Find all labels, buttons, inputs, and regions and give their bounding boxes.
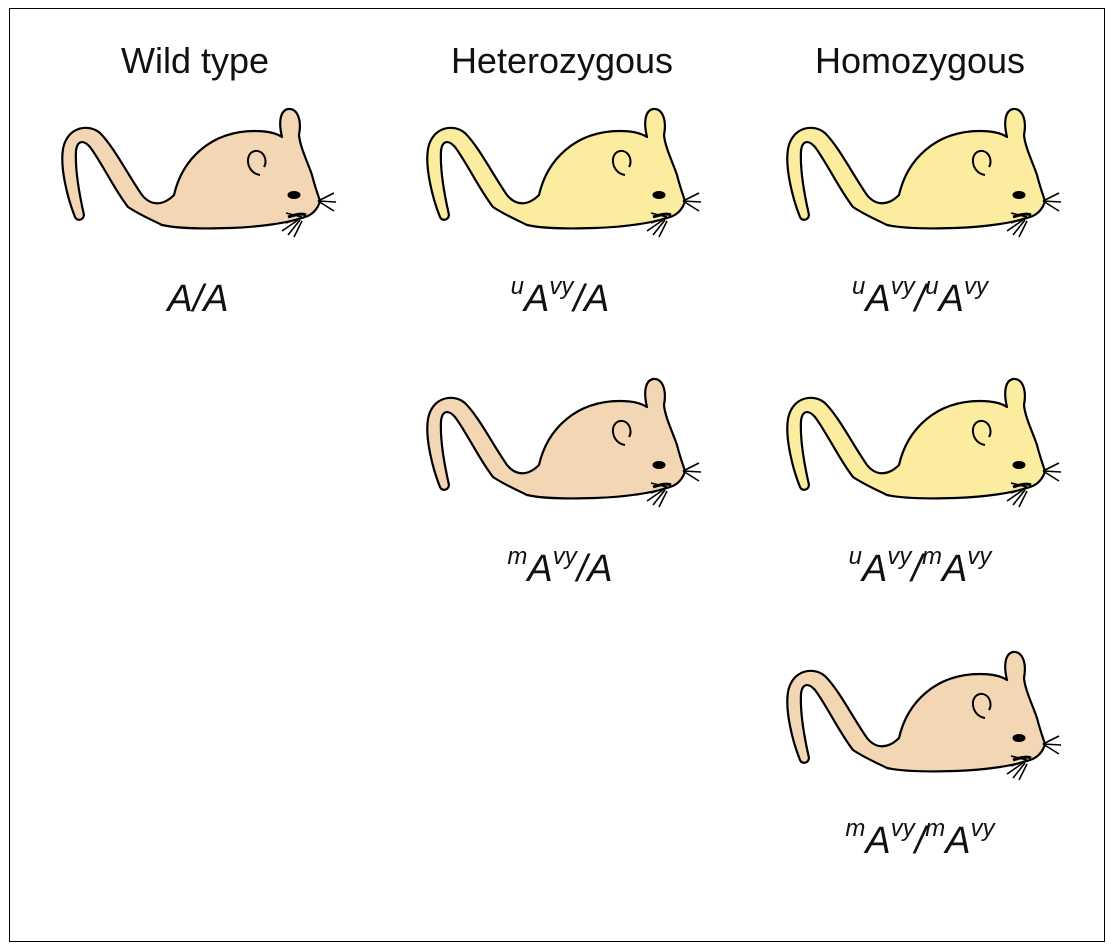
mouse-body <box>787 109 1045 228</box>
genotype-label: uAvy/A <box>511 278 610 321</box>
allele-2: A <box>203 278 228 320</box>
column-title-heterozygous: Heterozygous <box>451 40 673 82</box>
mouse-illustration <box>415 105 700 240</box>
mouse-body <box>62 109 320 228</box>
genotype-label: uAvy/uAvy <box>852 278 988 321</box>
allele-separator: / <box>915 278 926 320</box>
allele-1: mAvy <box>845 820 914 862</box>
allele-1: uAvy <box>852 278 915 320</box>
mouse-illustration <box>775 105 1060 240</box>
allele-separator: / <box>577 548 588 590</box>
mouse-illustration <box>50 105 335 240</box>
allele-2: mAvy <box>922 548 991 590</box>
mouse-eye <box>1013 191 1026 199</box>
genotype-label: mAvy/A <box>507 548 612 591</box>
allele-separator: / <box>911 548 922 590</box>
allele-2: A <box>584 278 609 320</box>
allele-2: uAvy <box>925 278 988 320</box>
allele-1: uAvy <box>849 548 912 590</box>
allele-2: A <box>587 548 612 590</box>
mouse-eye <box>653 191 666 199</box>
allele-separator: / <box>915 820 926 862</box>
mouse-body <box>427 379 685 498</box>
mouse-eye <box>1013 461 1026 469</box>
mouse-illustration <box>775 375 1060 510</box>
mouse-eye <box>653 461 666 469</box>
allele-separator: / <box>193 278 204 320</box>
genotype-label: A/A <box>167 278 228 321</box>
mouse-eye <box>288 191 301 199</box>
allele-1: uAvy <box>511 278 574 320</box>
mouse-body <box>787 652 1045 771</box>
allele-1: mAvy <box>507 548 576 590</box>
mouse-body <box>427 109 685 228</box>
allele-1: A <box>167 278 192 320</box>
column-title-homozygous: Homozygous <box>815 40 1025 82</box>
allele-separator: / <box>573 278 584 320</box>
genotype-label: mAvy/mAvy <box>845 820 994 863</box>
genotype-label: uAvy/mAvy <box>849 548 992 591</box>
mouse-eye <box>1013 734 1026 742</box>
allele-2: mAvy <box>925 820 994 862</box>
column-title-wild-type: Wild type <box>121 40 269 82</box>
mouse-illustration <box>775 648 1060 783</box>
mouse-body <box>787 379 1045 498</box>
mouse-illustration <box>415 375 700 510</box>
